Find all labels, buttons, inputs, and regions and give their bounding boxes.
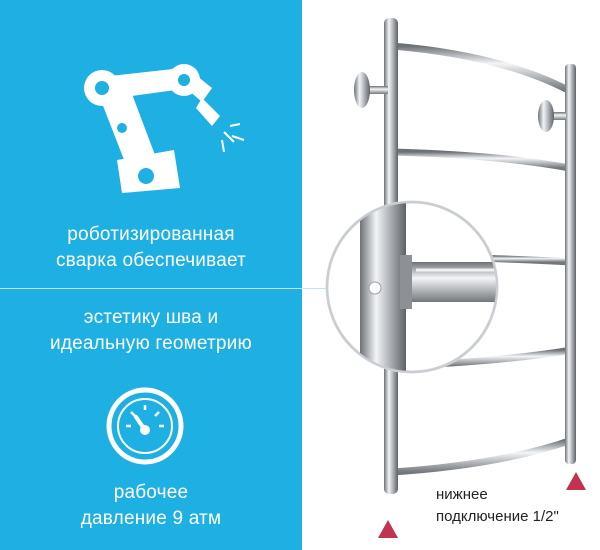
bottom-connection-line2: подключение 1/2" [436,508,559,525]
seam-caption-line2: идеальную геометрию [50,333,252,354]
welding-caption-line2: сварка обеспечивает [55,250,246,271]
robotic-arm-welding-icon [84,64,245,193]
seam-caption-line1: эстетику шва и [83,307,219,328]
seam-caption: эстетику шва и идеальную геометрию [0,305,302,357]
pressure-caption-line1: рабочее [113,482,189,503]
divider-line [0,288,380,289]
pressure-caption: рабочее давление 9 атм [0,480,302,532]
bottom-connection-label: нижнее подключение 1/2" [436,484,600,528]
welding-caption: роботизированная сварка обеспечивает [0,222,302,274]
pressure-caption-line2: давление 9 атм [80,508,222,529]
pressure-gauge-icon [106,387,184,465]
welding-caption-line1: роботизированная [67,224,235,245]
bottom-connection-line1: нижнее [436,486,488,503]
